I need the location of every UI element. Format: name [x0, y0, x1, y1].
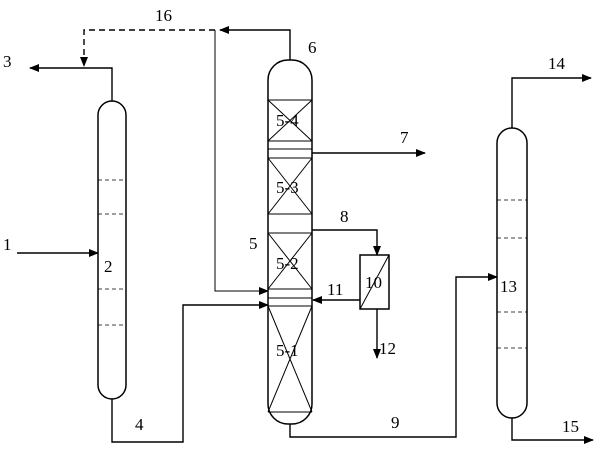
stream-16: [80, 29, 215, 67]
stream-6: [219, 26, 291, 60]
label-stream-16: 16: [155, 6, 172, 25]
label-stream-15: 15: [562, 417, 579, 436]
column-13-shell: [496, 127, 528, 419]
stream-9: [289, 273, 498, 438]
column-13-internals: [497, 199, 527, 349]
column-13: [496, 127, 528, 419]
label-stream-1: 1: [3, 235, 12, 254]
label-unit-10: 10: [365, 273, 382, 292]
stream-15: [511, 418, 594, 444]
stream-8: [312, 229, 381, 256]
stream-14: [511, 74, 592, 128]
label-stream-6: 6: [308, 38, 317, 57]
label-stream-9: 9: [391, 413, 400, 432]
packed-bed-5-4: [267, 99, 313, 142]
label-bed-5-1: 5-1: [276, 341, 299, 360]
label-bed-5-3: 5-3: [276, 178, 299, 197]
column-5-internals: [267, 99, 313, 413]
label-stream-12: 12: [379, 339, 396, 358]
label-bed-5-4: 5-4: [276, 111, 299, 130]
unit-10-diagonal: [359, 254, 390, 310]
label-column-5: 5: [249, 234, 258, 253]
stream-4: [111, 301, 269, 443]
label-stream-8: 8: [340, 207, 349, 226]
label-column-13: 13: [500, 277, 517, 296]
packed-bed-5-2: [267, 232, 313, 290]
label-stream-14: 14: [548, 54, 566, 73]
label-stream-7: 7: [400, 128, 409, 147]
overhead-recycle-line: [214, 30, 269, 295]
column-2-internals: [98, 179, 126, 326]
packed-bed-5-3: [267, 157, 313, 215]
packed-bed-5-1: [267, 305, 313, 413]
column-2: [97, 100, 127, 400]
column-2-shell: [97, 100, 127, 400]
label-stream-11: 11: [327, 280, 343, 299]
label-bed-5-2: 5-2: [276, 254, 299, 273]
label-column-2: 2: [104, 257, 113, 276]
label-stream-4: 4: [135, 415, 144, 434]
label-stream-3: 3: [3, 52, 12, 71]
stream-3: [29, 64, 113, 101]
